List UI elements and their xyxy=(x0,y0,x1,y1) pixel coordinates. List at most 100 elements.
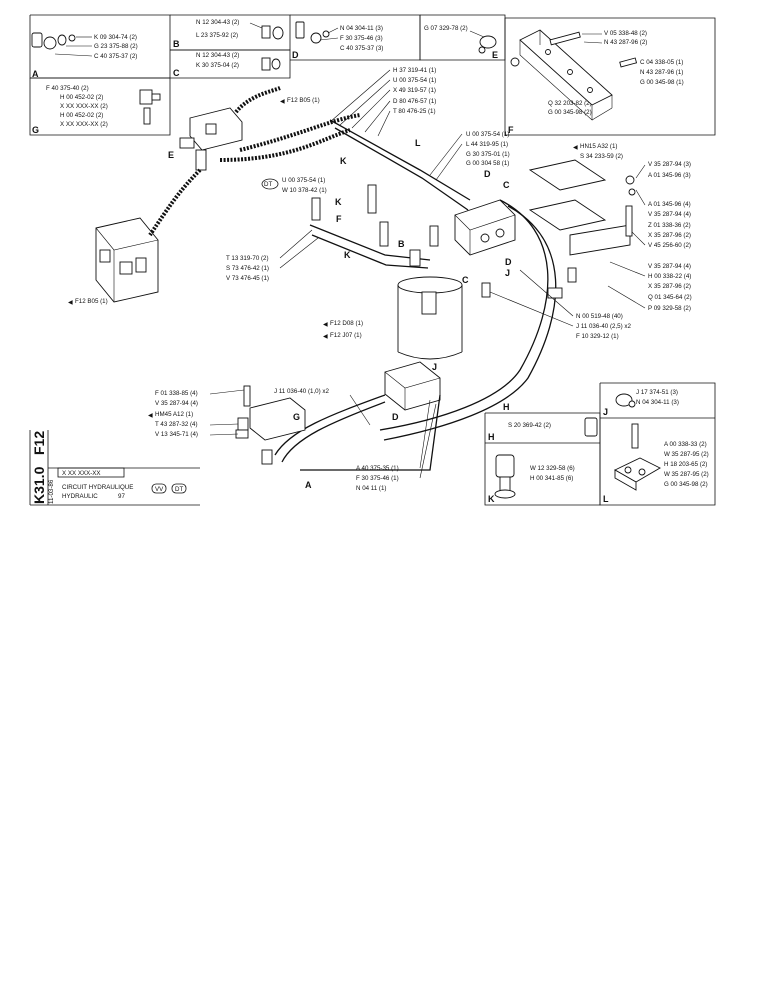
part-label: C 40 375-37 (3) xyxy=(340,45,383,52)
part-label: K 09 304-74 (2) xyxy=(94,34,137,41)
return-filter-icon xyxy=(397,276,463,360)
union-fitting-c-icon xyxy=(261,57,281,71)
pipe-loop-2 xyxy=(383,205,557,441)
hose-pilot-main xyxy=(239,113,361,152)
elbow-fitting-d-icon xyxy=(295,21,330,44)
part-label: V 35 287-94 (4) xyxy=(155,400,198,407)
part-label: V 73 476-45 (1) xyxy=(226,275,269,282)
section-letter-f: F xyxy=(508,125,514,135)
title-en: HYDRAULIC xyxy=(62,493,98,500)
part-label: A 01 345-96 (4) xyxy=(648,201,691,208)
mounting-plate-icon xyxy=(528,159,636,256)
pointer-arrow-icon: ◀ xyxy=(68,299,73,306)
part-label: Q 32 203-82 (2) xyxy=(548,100,592,107)
section-j-box: J L J 17 374-51 (3) N 04 304-11 (3) A 00… xyxy=(599,382,716,506)
part-label: F12 D08 (1) xyxy=(330,320,363,327)
distributor-block-icon xyxy=(454,199,516,256)
section-letter-h: H xyxy=(488,432,495,442)
callout-k: K xyxy=(340,156,347,166)
part-label: D 80 476-57 (1) xyxy=(393,98,436,105)
section-d-box: D N 04 304-11 (3) F 30 375-46 (3) C 40 3… xyxy=(290,14,421,61)
hose-pilot-to-valve xyxy=(148,168,202,237)
part-label: N 00 519-48 (40) xyxy=(576,313,623,320)
part-label: F 30 375-46 (3) xyxy=(340,35,383,42)
pilot-valve-icon xyxy=(179,107,243,171)
part-label: U 00 375-54 (1) xyxy=(466,131,509,138)
part-label: H 00 452-02 (2) xyxy=(60,112,103,119)
part-label: S 34 233-59 (2) xyxy=(580,153,623,160)
section-e-box: E G 07 329-78 (2) xyxy=(419,14,506,61)
callout-letters: E K L D C K F B K D J C J H D G A xyxy=(168,138,512,490)
part-label: A 00 338-33 (2) xyxy=(664,441,707,448)
part-label: G 00 345-98 (2) xyxy=(548,109,592,116)
part-label: C 04 338-05 (1) xyxy=(640,59,683,66)
part-label: W 35 287-95 (2) xyxy=(664,451,709,458)
part-label: T 13 319-70 (2) xyxy=(226,255,269,262)
callout-g: G xyxy=(293,412,300,422)
hose-pilot-lower xyxy=(219,128,351,162)
pipe-clamp-k-icon xyxy=(494,454,516,499)
callout-e: E xyxy=(168,150,174,160)
section-letter-b: B xyxy=(173,39,180,49)
center-labels: H 37 319-41 (1) U 00 375-54 (1) X 49 319… xyxy=(68,67,692,492)
sheet-date: 11-03-86 xyxy=(48,479,55,504)
part-label: G 23 375-88 (2) xyxy=(94,43,138,50)
pipe-lower-1 xyxy=(274,394,386,456)
part-label: G 00 345-98 (1) xyxy=(640,79,684,86)
pointer-arrow-icon: ◀ xyxy=(323,333,328,340)
pipe-cross-2 xyxy=(311,234,429,269)
callout-k: K xyxy=(335,197,342,207)
section-letter-l: L xyxy=(603,494,609,504)
part-label: X 35 287-96 (2) xyxy=(648,232,691,239)
dt-marker: DT xyxy=(264,181,272,188)
part-label: S 73 476-42 (1) xyxy=(226,265,269,272)
part-label: P 09 329-58 (2) xyxy=(648,305,691,312)
callout-d: D xyxy=(505,257,512,267)
section-letter-c: C xyxy=(173,68,180,78)
callout-j: J xyxy=(432,362,437,372)
title-fr: CIRCUIT HYDRAULIQUE xyxy=(62,484,133,491)
cap-j-icon xyxy=(615,393,636,408)
part-label: U 00 375-54 (1) xyxy=(282,177,325,184)
part-label: H 18 203-65 (2) xyxy=(664,461,707,468)
part-label: U 00 375-54 (1) xyxy=(393,77,436,84)
part-label: V 45 256-60 (2) xyxy=(648,242,691,249)
part-label: W 10 378-42 (1) xyxy=(282,187,327,194)
part-label: V 13 345-71 (4) xyxy=(155,431,198,438)
pointer-arrow-icon: ◀ xyxy=(280,98,285,105)
part-label: F 01 338-85 (4) xyxy=(155,390,198,397)
section-g-box: G F 40 375-40 (2) H 00 452-02 (2) X XX X… xyxy=(29,77,171,136)
union-fitting-b-icon xyxy=(261,25,284,40)
part-label: Q 01 345-64 (2) xyxy=(648,294,692,301)
callout-b: B xyxy=(398,239,405,249)
callout-a: A xyxy=(305,480,312,490)
pipe-lower-2 xyxy=(281,401,386,463)
callout-j: J xyxy=(505,268,510,278)
part-label: H 00 341-85 (6) xyxy=(530,475,573,482)
part-label: V 35 287-94 (3) xyxy=(648,161,691,168)
part-label: HM45 A12 (1) xyxy=(155,411,193,418)
part-label: K 30 375-04 (2) xyxy=(196,62,239,69)
badge-vv: VV xyxy=(155,486,164,493)
part-label: X 35 287-96 (2) xyxy=(648,283,691,290)
part-label: N 12 304-43 (2) xyxy=(196,52,239,59)
pipe-main-1 xyxy=(329,119,471,201)
part-label: H 00 452-02 (2) xyxy=(60,94,103,101)
part-label: J 17 374-51 (3) xyxy=(636,389,678,396)
part-label: X 49 319-57 (1) xyxy=(393,87,436,94)
part-label: H 37 319-41 (1) xyxy=(393,67,436,74)
part-label: G 30 375-01 (1) xyxy=(466,151,510,158)
section-c-box: C N 12 304-43 (2) K 30 375-04 (2) xyxy=(170,49,291,79)
part-label: V 35 287-94 (4) xyxy=(648,211,691,218)
part-label: W 35 287-95 (2) xyxy=(664,471,709,478)
part-label: G 07 329-78 (2) xyxy=(424,25,468,32)
section-letter-k: K xyxy=(488,494,495,504)
callout-d: D xyxy=(484,169,491,179)
callout-f: F xyxy=(336,214,342,224)
part-label: L 23 375-92 (2) xyxy=(196,32,238,39)
part-label: S 20 369-42 (2) xyxy=(508,422,551,429)
part-label: F12 B05 (1) xyxy=(75,298,108,305)
flange-fitting-e-icon xyxy=(478,35,497,54)
swivel-fitting-icon xyxy=(235,385,306,465)
